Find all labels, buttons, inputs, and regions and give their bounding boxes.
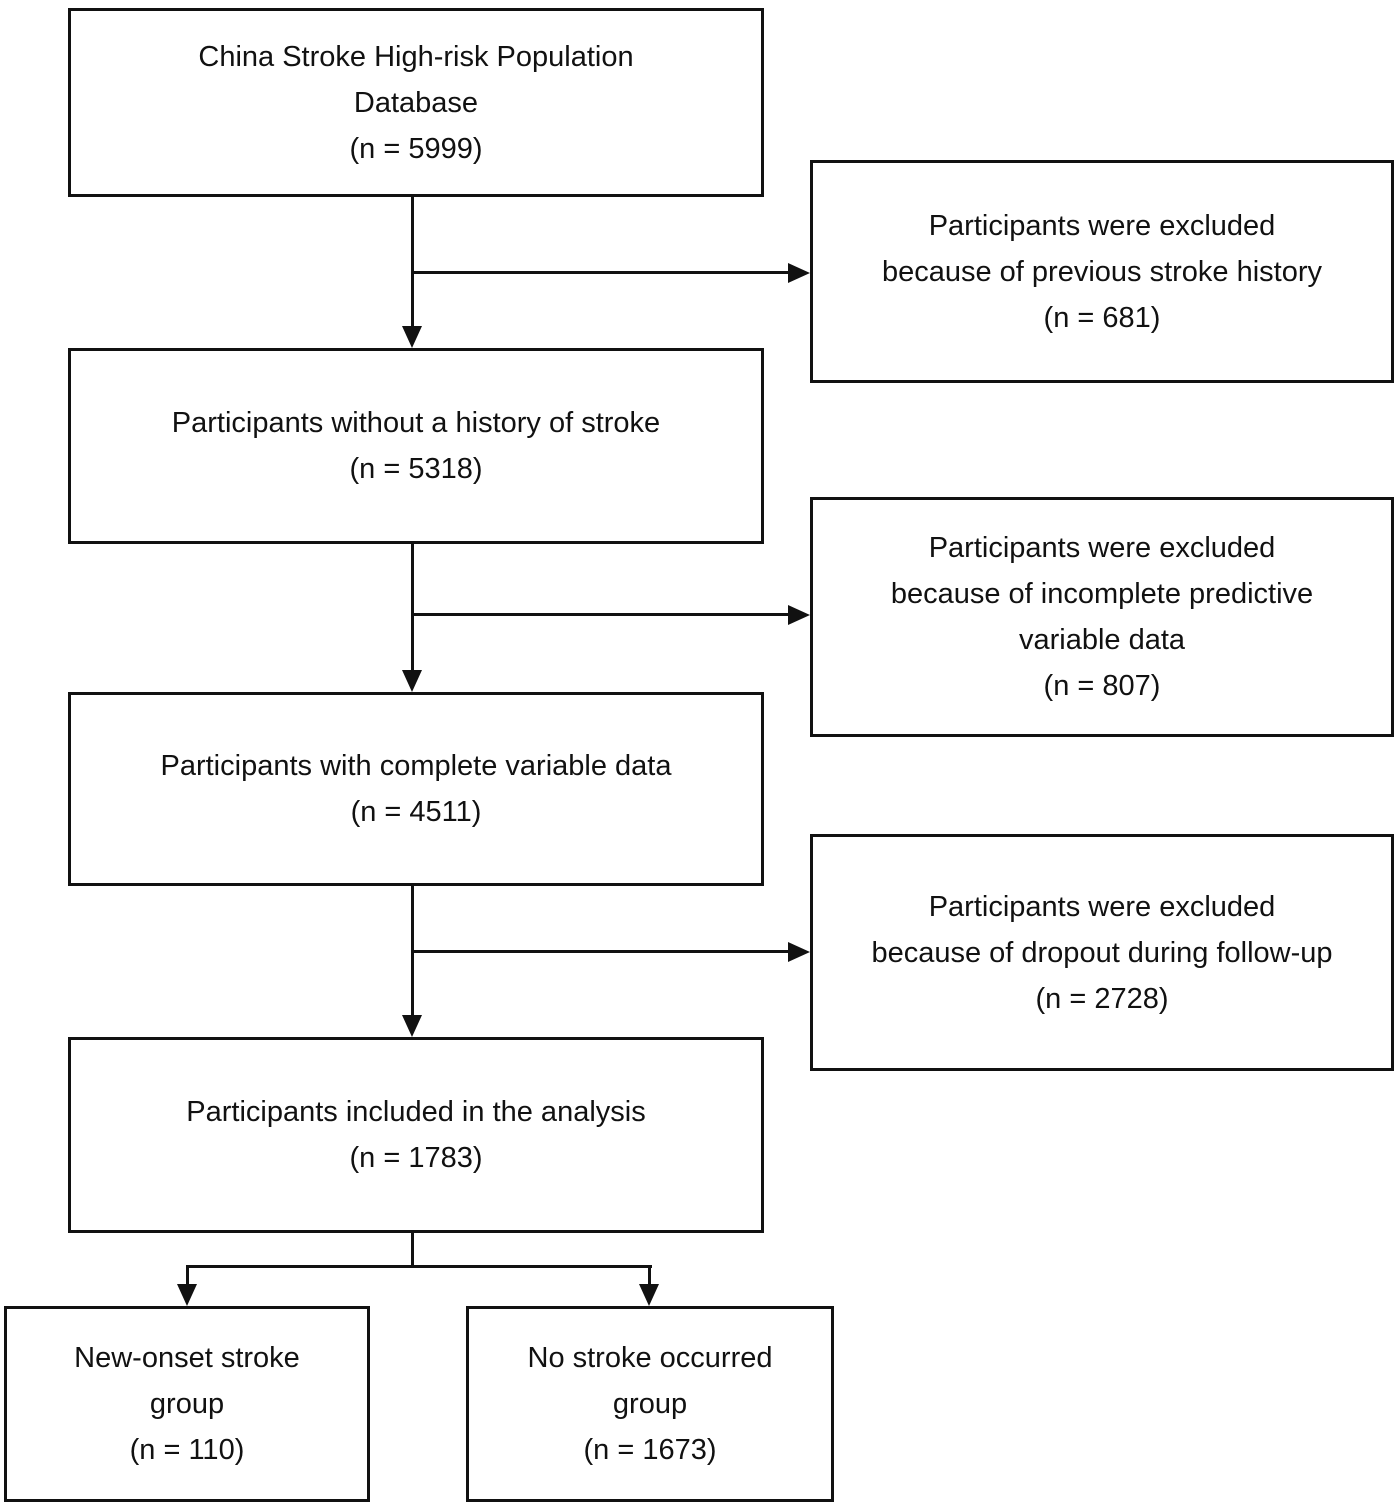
- arrow-right-icon: [788, 605, 810, 625]
- node-text-line: China Stroke High-risk Population: [198, 40, 634, 73]
- node-count-label: (n = 4511): [350, 796, 482, 828]
- flow-node-database: China Stroke High-risk Population Databa…: [68, 8, 764, 197]
- flow-node-excluded-incomplete-data: Participants were excluded because of in…: [810, 497, 1394, 737]
- node-text-line: variable data: [1018, 624, 1186, 656]
- node-count-label: (n = 5318): [349, 453, 483, 485]
- connector-no-history-to-complete: [411, 543, 414, 674]
- node-text-line: Participants without a history of stroke: [171, 407, 661, 439]
- flow-node-new-onset-stroke-group: New-onset stroke group (n = 110): [4, 1306, 370, 1502]
- node-count-label: (n = 5999): [349, 132, 483, 165]
- connector-drop-no-stroke: [648, 1265, 651, 1289]
- node-text-line: because of incomplete predictive: [890, 578, 1314, 610]
- flow-node-no-stroke-history: Participants without a history of stroke…: [68, 348, 764, 544]
- node-count-label: (n = 1673): [583, 1434, 717, 1466]
- node-count-label: (n = 807): [1043, 670, 1161, 702]
- arrow-down-icon: [177, 1284, 197, 1306]
- node-text-line: because of dropout during follow-up: [871, 936, 1333, 969]
- node-count-label: (n = 681): [1043, 301, 1161, 334]
- node-text-line: group: [149, 1388, 225, 1420]
- connector-database-to-no-history: [411, 196, 414, 330]
- node-text-line: Participants included in the analysis: [186, 1096, 646, 1128]
- node-count-label: (n = 1783): [349, 1142, 483, 1174]
- arrow-down-icon: [402, 1015, 422, 1037]
- flow-node-no-stroke-group: No stroke occurred group (n = 1673): [466, 1306, 834, 1502]
- node-text-line: group: [612, 1388, 688, 1420]
- node-text-line: because of previous stroke history: [881, 255, 1323, 288]
- connector-branch-excluded-dropout: [411, 950, 788, 953]
- node-text-line: Participants with complete variable data: [160, 750, 672, 782]
- node-count-label: (n = 110): [129, 1434, 245, 1466]
- arrow-down-icon: [402, 670, 422, 692]
- node-text-line: Participants were excluded: [928, 890, 1276, 923]
- flow-node-excluded-dropout: Participants were excluded because of dr…: [810, 834, 1394, 1071]
- node-text-line: New-onset stroke: [74, 1342, 300, 1374]
- flow-node-included-in-analysis: Participants included in the analysis (n…: [68, 1037, 764, 1233]
- connector-branch-excluded-history: [411, 271, 788, 274]
- node-count-label: (n = 2728): [1035, 982, 1169, 1015]
- connector-branch-excluded-incomplete: [411, 613, 788, 616]
- arrow-right-icon: [788, 942, 810, 962]
- arrow-down-icon: [639, 1284, 659, 1306]
- flow-node-excluded-previous-stroke: Participants were excluded because of pr…: [810, 160, 1394, 383]
- node-text-line: Participants were excluded: [928, 532, 1276, 564]
- node-text-line: No stroke occurred: [527, 1342, 773, 1374]
- arrow-right-icon: [788, 263, 810, 283]
- node-text-line: Database: [353, 86, 479, 119]
- arrow-down-icon: [402, 326, 422, 348]
- connector-drop-new-onset: [186, 1265, 189, 1289]
- connector-included-stub: [411, 1232, 414, 1268]
- flow-node-complete-variable-data: Participants with complete variable data…: [68, 692, 764, 886]
- node-text-line: Participants were excluded: [928, 209, 1276, 242]
- connector-split-bar: [186, 1265, 652, 1268]
